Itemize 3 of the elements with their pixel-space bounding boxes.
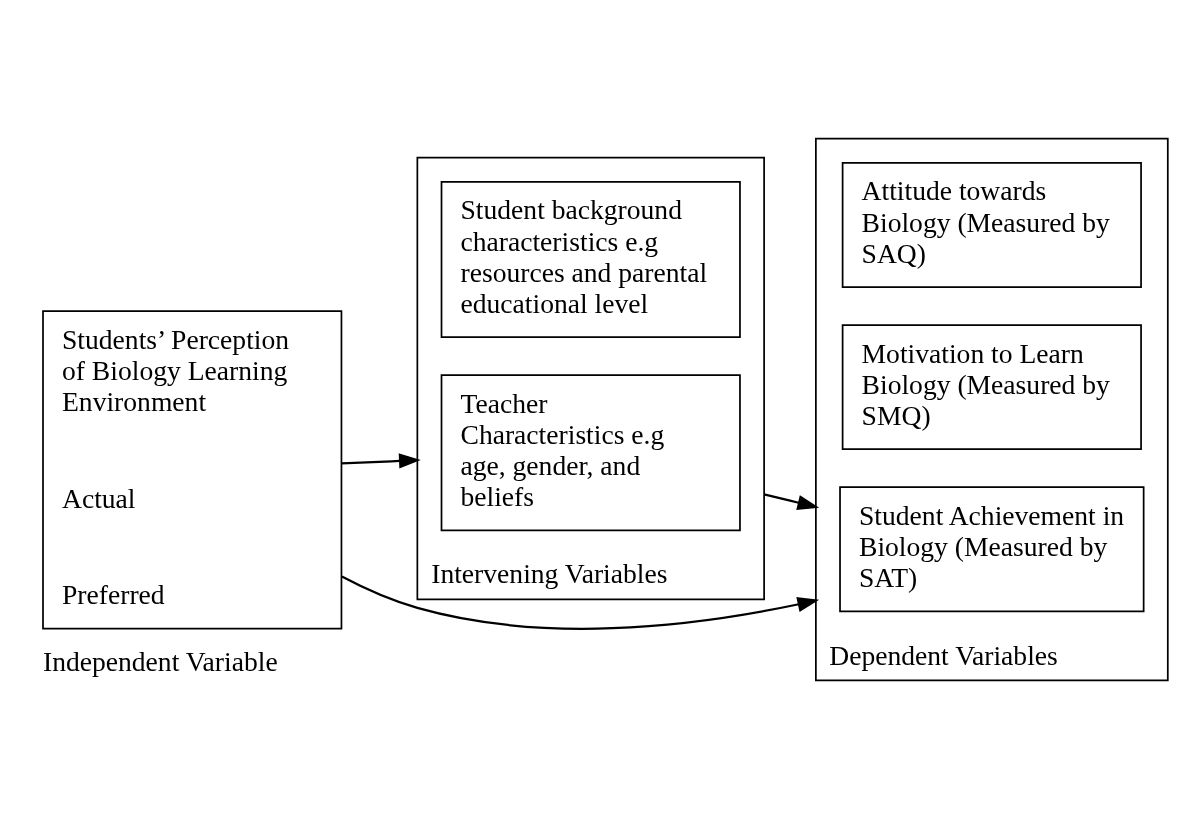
node-label: Independent Variable (42, 645, 278, 677)
node-label: Dependent Variables (829, 639, 1058, 671)
node-label: Intervening Variables (431, 557, 668, 589)
